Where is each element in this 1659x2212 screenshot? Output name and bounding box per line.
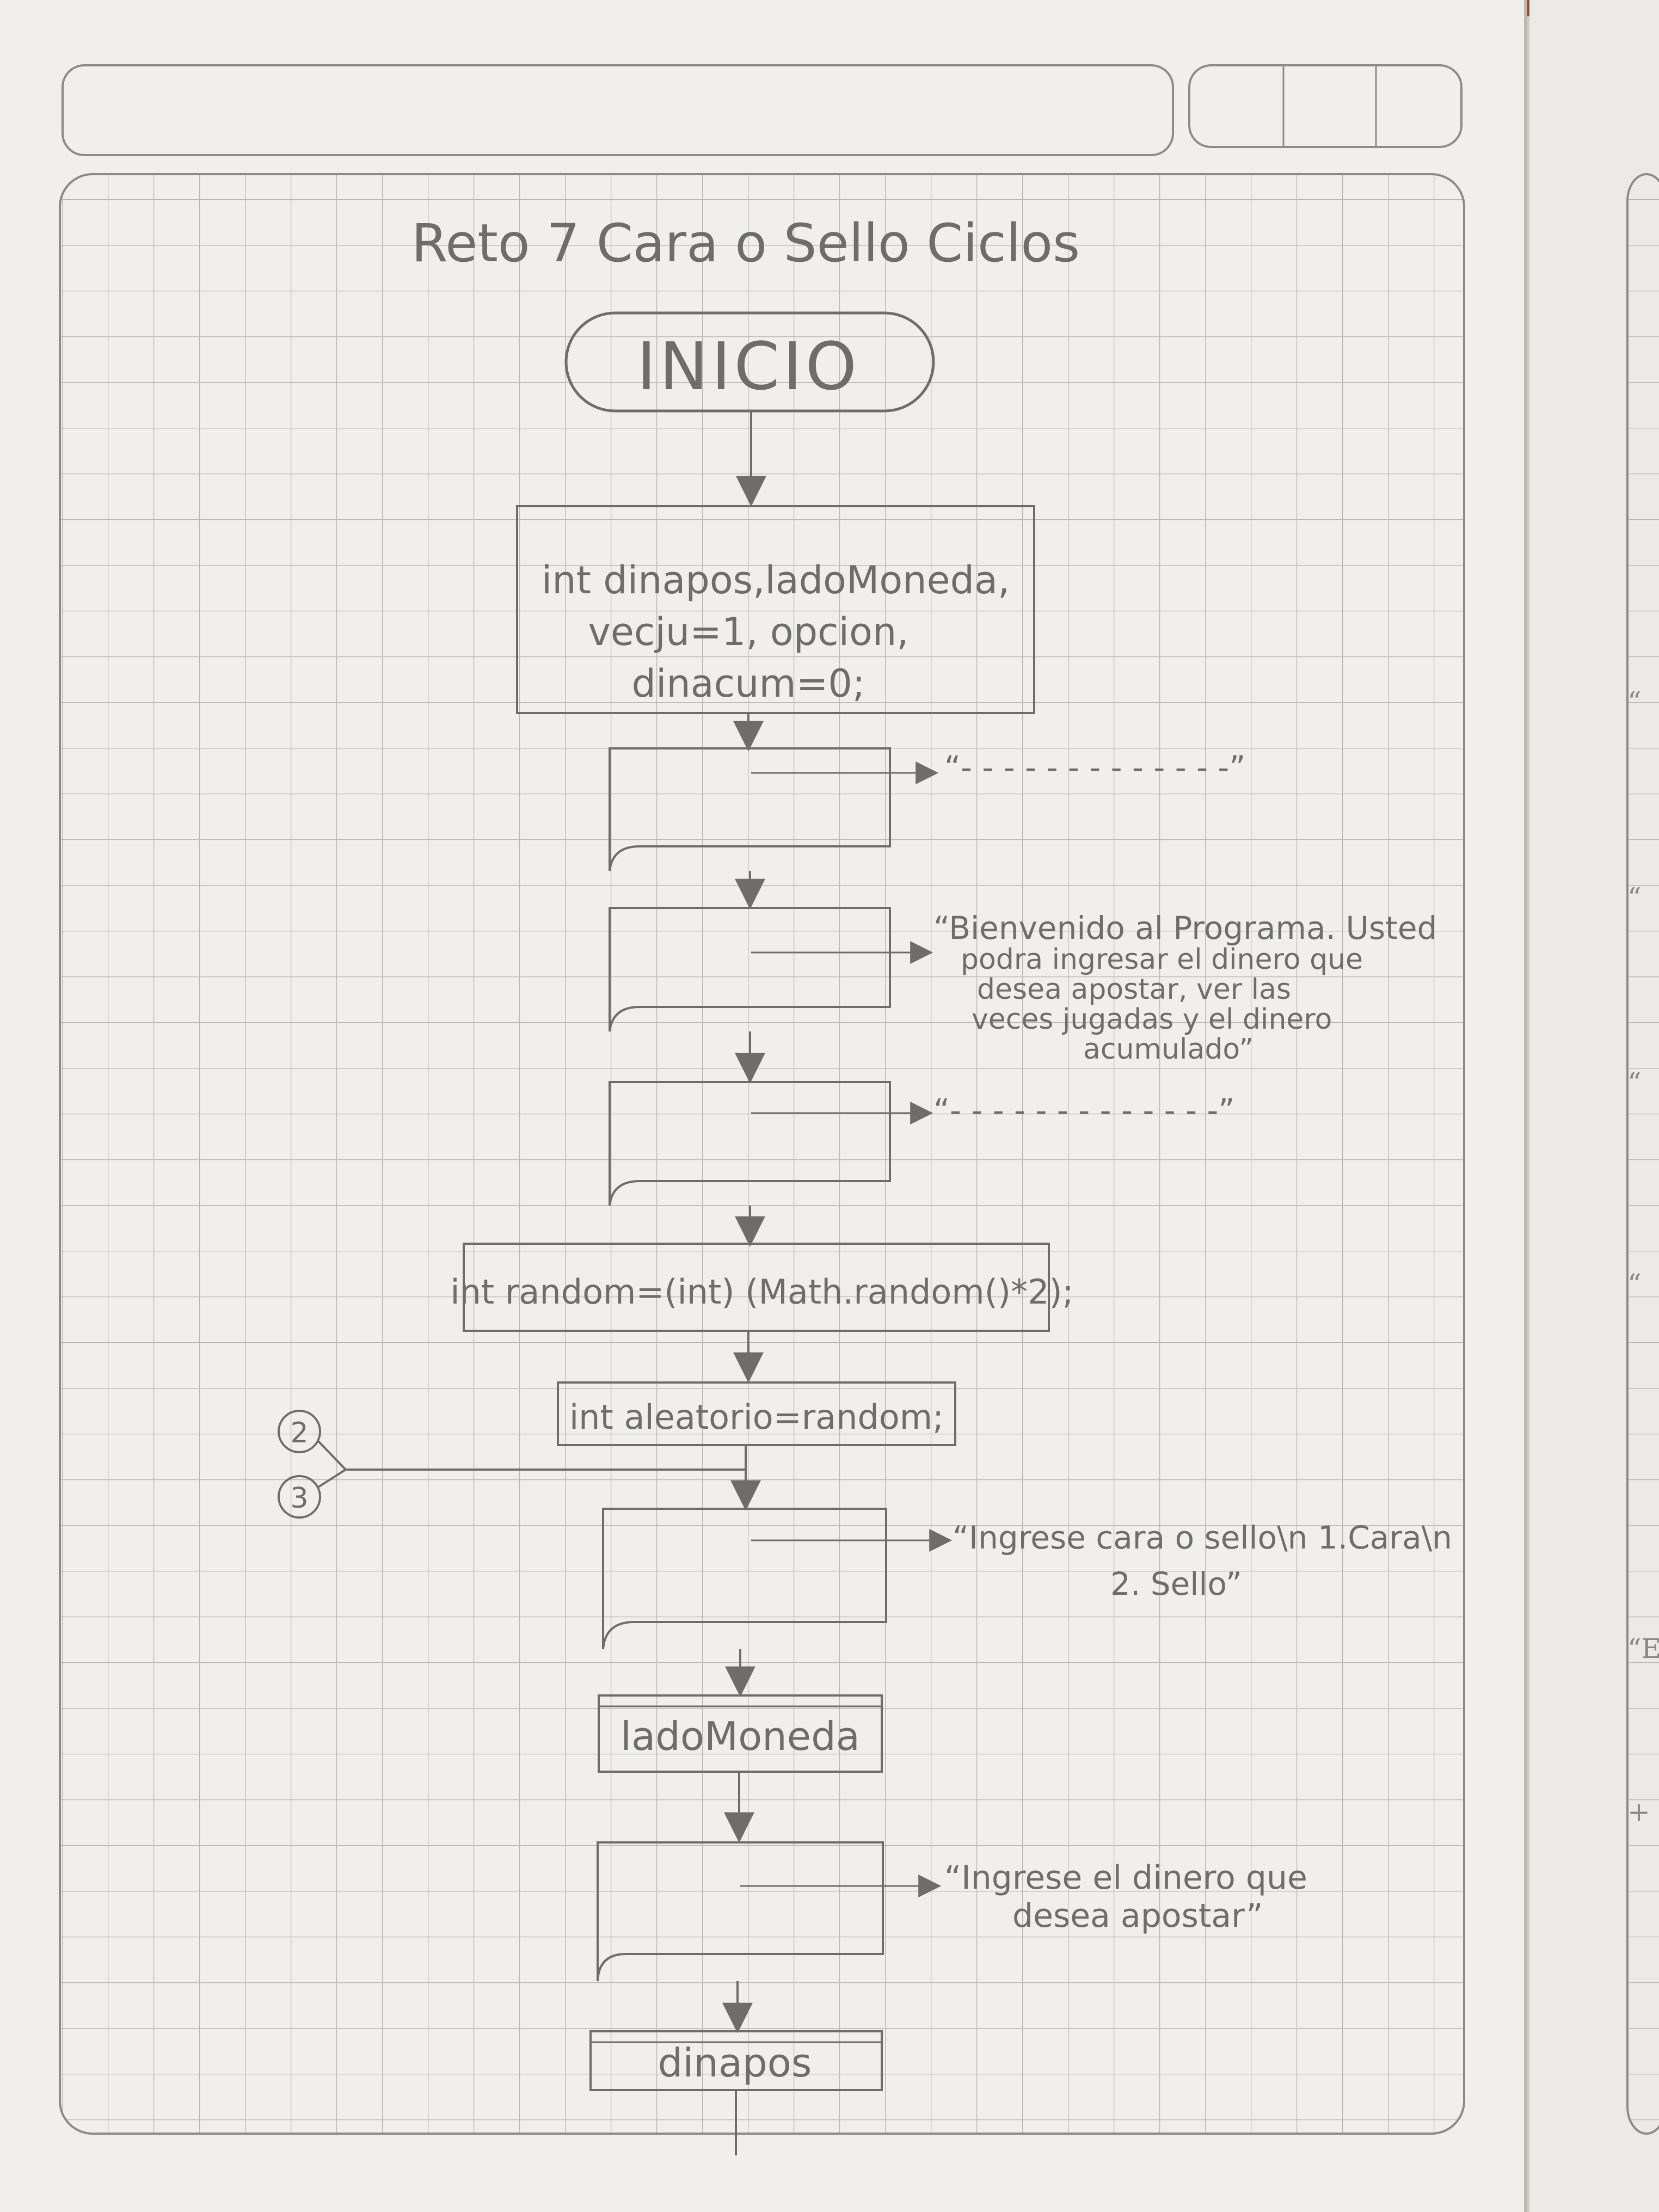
prompt-side-line-2: 2. Sello”	[1110, 1565, 1242, 1602]
process-aleatorio	[557, 1381, 956, 1446]
connector-merge-lines	[317, 1440, 745, 1488]
input-lado-moneda-text: ladoMoneda	[620, 1713, 860, 1759]
start-terminal	[564, 311, 935, 413]
welcome-line-2: podra ingresar el dinero que	[961, 943, 1363, 976]
output-document-separator-bottom	[609, 1081, 891, 1206]
connector-2	[278, 1410, 321, 1453]
output-document-prompt-side	[602, 1508, 887, 1650]
connector-2-label: 2	[290, 1417, 308, 1449]
next-page-fragment: “	[1627, 1067, 1642, 1098]
output-separator-top-text: “- - - - - - - - - - - - -”	[944, 749, 1245, 786]
page-title: Reto 7 Cara o Sello Ciclos	[411, 213, 1080, 274]
declaration-line-3: dinacum=0;	[632, 661, 865, 706]
process-random	[463, 1243, 1050, 1332]
output-document-prompt-money	[597, 1841, 884, 1982]
output-document-welcome	[609, 907, 891, 1032]
start-label: INICIO	[637, 329, 860, 405]
welcome-line-1: “Bienvenido al Programa. Usted	[933, 910, 1437, 947]
next-page-fragment: +	[1627, 1796, 1650, 1828]
grid-area	[59, 173, 1465, 2135]
next-page-fragment: “	[1627, 882, 1642, 913]
process-random-text: int random=(int) (Math.random()*2);	[450, 1272, 1073, 1312]
welcome-line-4: veces jugadas y el dinero	[972, 1003, 1332, 1036]
prompt-money-line-1: “Ingrese el dinero que	[944, 1859, 1307, 1897]
header-box-wide	[62, 64, 1174, 156]
header-box-small	[1188, 64, 1463, 148]
next-page-grid	[1626, 173, 1659, 2135]
next-page-fragment: “	[1627, 1268, 1642, 1300]
input-dinapos-text: dinapos	[658, 2040, 812, 2086]
output-document-separator-top	[609, 747, 891, 871]
connector-3	[278, 1475, 321, 1519]
connector-3-label: 3	[290, 1482, 308, 1515]
prompt-side-line-1: “Ingrese cara o sello\n 1.Cara\n	[953, 1519, 1452, 1556]
declaration-line-1: int dinapos,ladoMoneda,	[542, 558, 1010, 603]
next-page-fragment: “E	[1627, 1633, 1659, 1664]
welcome-line-5: acumulado”	[1083, 1033, 1254, 1066]
welcome-line-3: desea apostar, ver las	[977, 973, 1291, 1006]
process-aleatorio-text: int aleatorio=random;	[569, 1397, 944, 1437]
next-page-fragment: “	[1627, 686, 1642, 717]
declaration-box	[516, 505, 1035, 714]
prompt-money-line-2: desea apostar”	[1012, 1897, 1263, 1935]
declaration-line-2: vecju=1, opcion,	[588, 610, 908, 654]
output-separator-bottom-text: “- - - - - - - - - - - - -”	[933, 1092, 1234, 1129]
